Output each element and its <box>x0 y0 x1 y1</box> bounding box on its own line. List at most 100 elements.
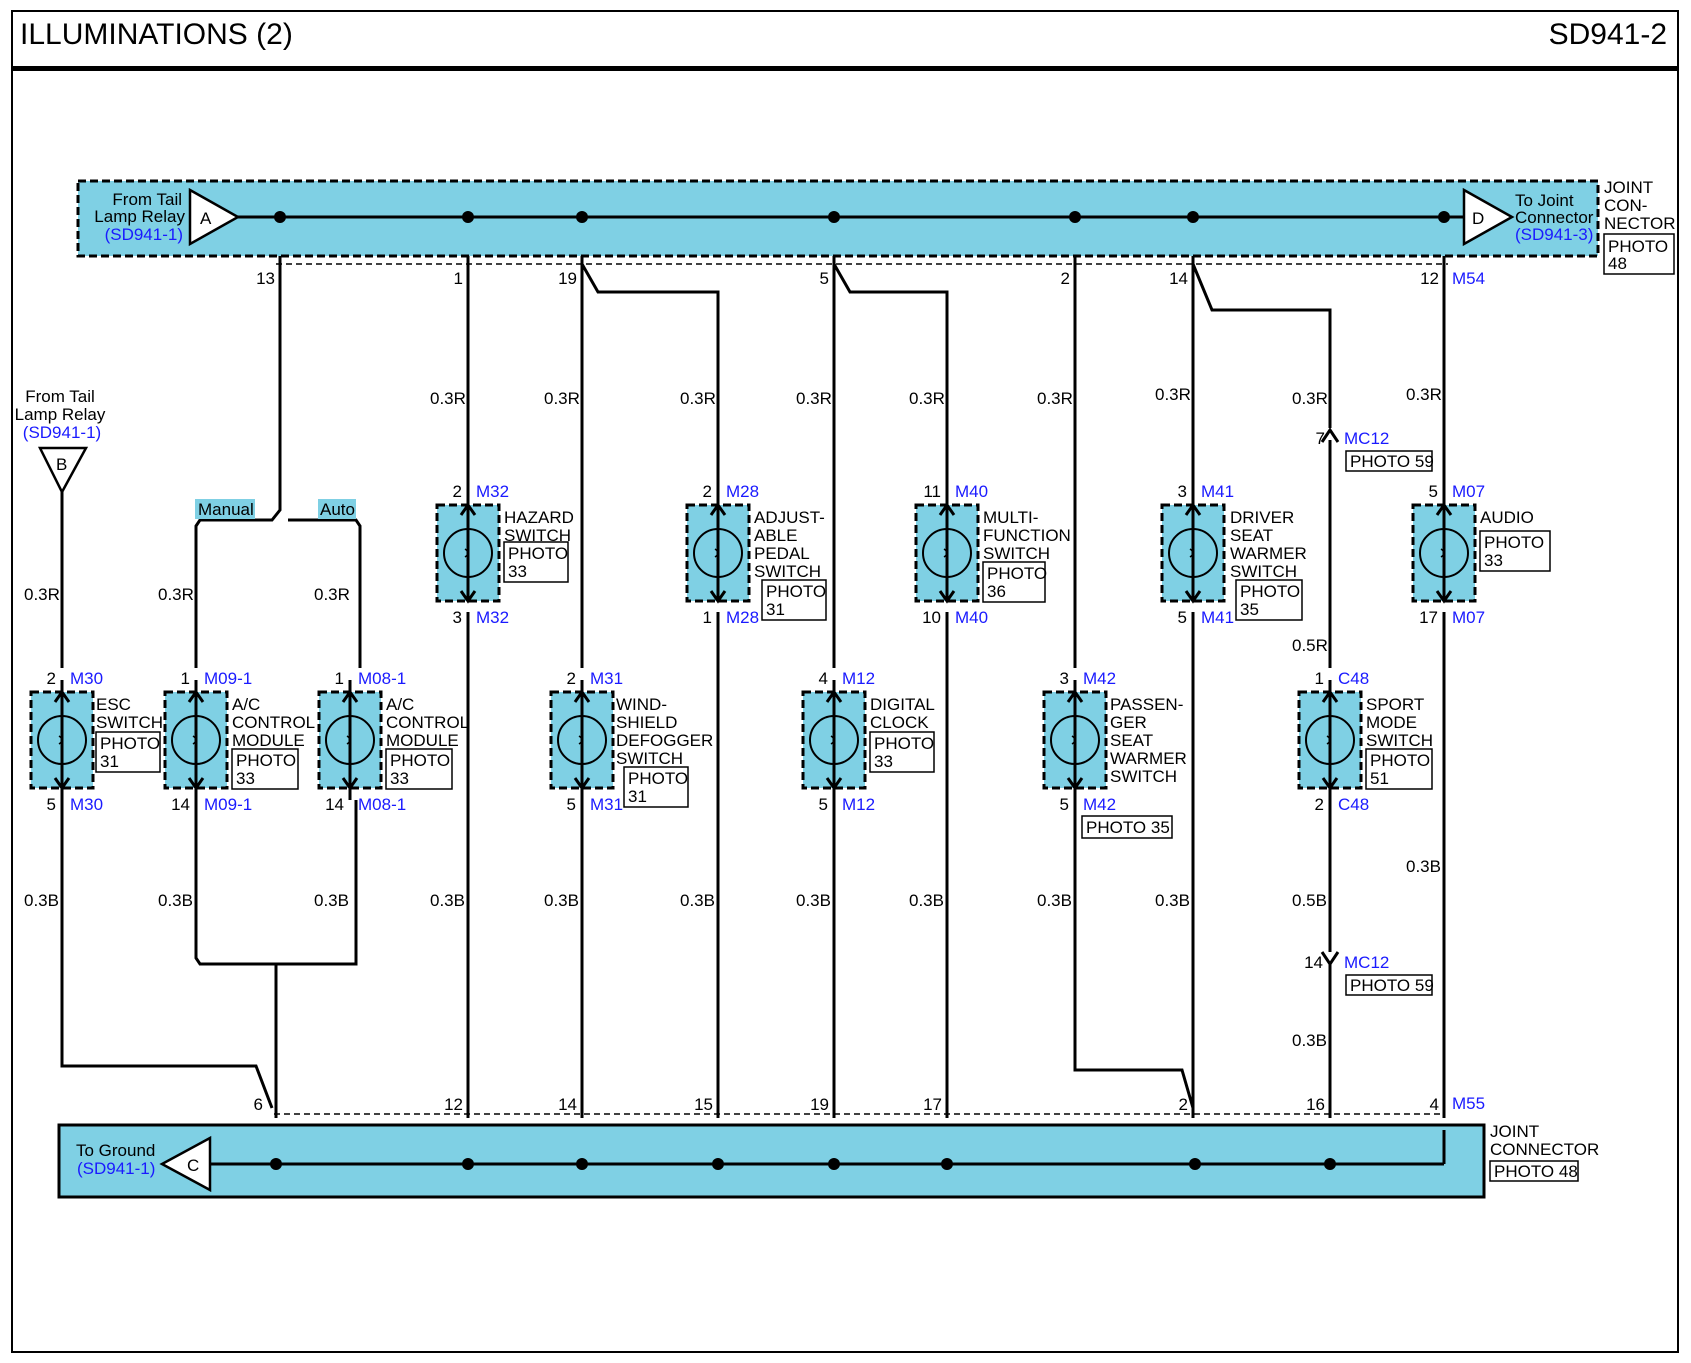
top-pin: 13 <box>256 269 275 288</box>
pin-chevron <box>1435 590 1453 604</box>
photo-box <box>869 731 935 773</box>
pin-number-top: 2 <box>47 669 56 688</box>
mc12-id-bot: MC12 <box>1344 953 1389 972</box>
connector-id-bottom: M32 <box>476 608 509 627</box>
pin-chevron <box>825 689 843 703</box>
photo-box <box>982 561 1046 603</box>
component-name-line: ABLE <box>754 526 797 545</box>
pin-chevron <box>53 689 71 703</box>
bottom-to-label: To Ground <box>76 1141 155 1160</box>
pin-number-bottom: 17 <box>1419 608 1438 627</box>
pin-number-bottom: 5 <box>47 795 56 814</box>
component-name-line: SEAT <box>1230 526 1273 545</box>
pin-number-bottom: 5 <box>1178 608 1187 627</box>
pin-chevron <box>341 689 359 703</box>
top-to-ref: (SD941-3) <box>1515 225 1593 244</box>
top-photo-2: 48 <box>1608 254 1627 273</box>
pin-chevron <box>709 502 727 516</box>
component-name-line: FUNCTION <box>983 526 1071 545</box>
left-source-letter: B <box>56 455 67 474</box>
wire-spec: 0.3R <box>24 585 60 604</box>
photo-ref: PHOTO <box>874 734 934 753</box>
connector-id-top: M42 <box>1083 669 1116 688</box>
bottom-pin: 17 <box>923 1095 942 1114</box>
component-name-line: AUDIO <box>1480 508 1534 527</box>
top-pin: 19 <box>558 269 577 288</box>
wire-spec: 0.3B <box>796 891 831 910</box>
component-name-line: A/C <box>386 695 414 714</box>
connector-id-bottom: M28 <box>726 608 759 627</box>
bottom-pin: 4 <box>1430 1095 1439 1114</box>
connector-id-top: M28 <box>726 482 759 501</box>
component-name-line: MODULE <box>386 731 459 750</box>
top-to-label-1: To Joint <box>1515 191 1574 210</box>
bottom-to-ref: (SD941-1) <box>77 1159 155 1178</box>
wire-spec: 0.3B <box>544 891 579 910</box>
bottom-pin: 16 <box>1306 1095 1325 1114</box>
filament-icon <box>1326 735 1331 745</box>
connector-id-top: M08-1 <box>358 669 406 688</box>
photo-ref: 33 <box>236 769 255 788</box>
bottom-to-letter: C <box>187 1156 199 1175</box>
pin-chevron <box>938 590 956 604</box>
top-photo-1: PHOTO <box>1608 237 1668 256</box>
pin-chevron <box>1435 502 1453 516</box>
photo-ref: 31 <box>100 752 119 771</box>
component-name-line: SWITCH <box>1366 731 1433 750</box>
wire-spec: 0.3B <box>158 891 193 910</box>
photo-ref: 36 <box>987 582 1006 601</box>
connector-id-bottom: M12 <box>842 795 875 814</box>
bottom-photo: PHOTO 48 <box>1494 1162 1578 1181</box>
top-connector-id: M54 <box>1452 269 1485 288</box>
pin-number-bottom: 14 <box>325 795 344 814</box>
connector-id-bottom: M08-1 <box>358 795 406 814</box>
wire-labels: 0.3R 0.3R 0.3R 0.3R 0.3R 0.3R 0.3R 0.3R … <box>24 385 1442 1050</box>
top-side-2: CON- <box>1604 196 1647 215</box>
wire-spec: 0.3R <box>1406 385 1442 404</box>
pin-number-top: 3 <box>1178 482 1187 501</box>
photo-box <box>503 541 569 583</box>
photo-ref: PHOTO <box>100 734 160 753</box>
photo-ref: PHOTO <box>766 582 826 601</box>
component-name-line: SHIELD <box>616 713 677 732</box>
component-name-line: MULTI- <box>983 508 1038 527</box>
component-name-line: DEFOGGER <box>616 731 713 750</box>
pin-chevron <box>1066 689 1084 703</box>
pin-number-top: 2 <box>567 669 576 688</box>
left-source-label-1: From Tail <box>25 387 95 406</box>
bottom-pin: 19 <box>810 1095 829 1114</box>
filament-icon <box>943 548 948 558</box>
bottom-pin: 12 <box>444 1095 463 1114</box>
pin-number-top: 1 <box>335 669 344 688</box>
wire-spec: 0.5R <box>1292 636 1328 655</box>
photo-box <box>623 766 689 808</box>
component-name-line: DRIVER <box>1230 508 1294 527</box>
bottom-connector-id: M55 <box>1452 1094 1485 1113</box>
photo-ref: 51 <box>1370 769 1389 788</box>
connector-id-top: M07 <box>1452 482 1485 501</box>
pin-number-top: 4 <box>819 669 828 688</box>
pin-number-top: 1 <box>1315 669 1324 688</box>
top-from-letter: A <box>200 209 212 228</box>
manual-label: Manual <box>198 500 254 519</box>
component-name-line: MODULE <box>232 731 305 750</box>
component-name-line: ESC <box>96 695 131 714</box>
photo-ref: PHOTO <box>628 769 688 788</box>
component-name-line: SEAT <box>1110 731 1153 750</box>
photo-box <box>761 579 827 621</box>
pin-number-bottom: 14 <box>171 795 190 814</box>
top-side-1: JOINT <box>1604 178 1653 197</box>
connector-id-top: M31 <box>590 669 623 688</box>
photo-ref: PHOTO <box>236 751 296 770</box>
component-name-line: WIND- <box>616 695 667 714</box>
wire-paths <box>60 256 1446 1118</box>
photo-ref: 33 <box>390 769 409 788</box>
pin-number-bottom: 5 <box>567 795 576 814</box>
wire-spec: 0.3R <box>1292 389 1328 408</box>
